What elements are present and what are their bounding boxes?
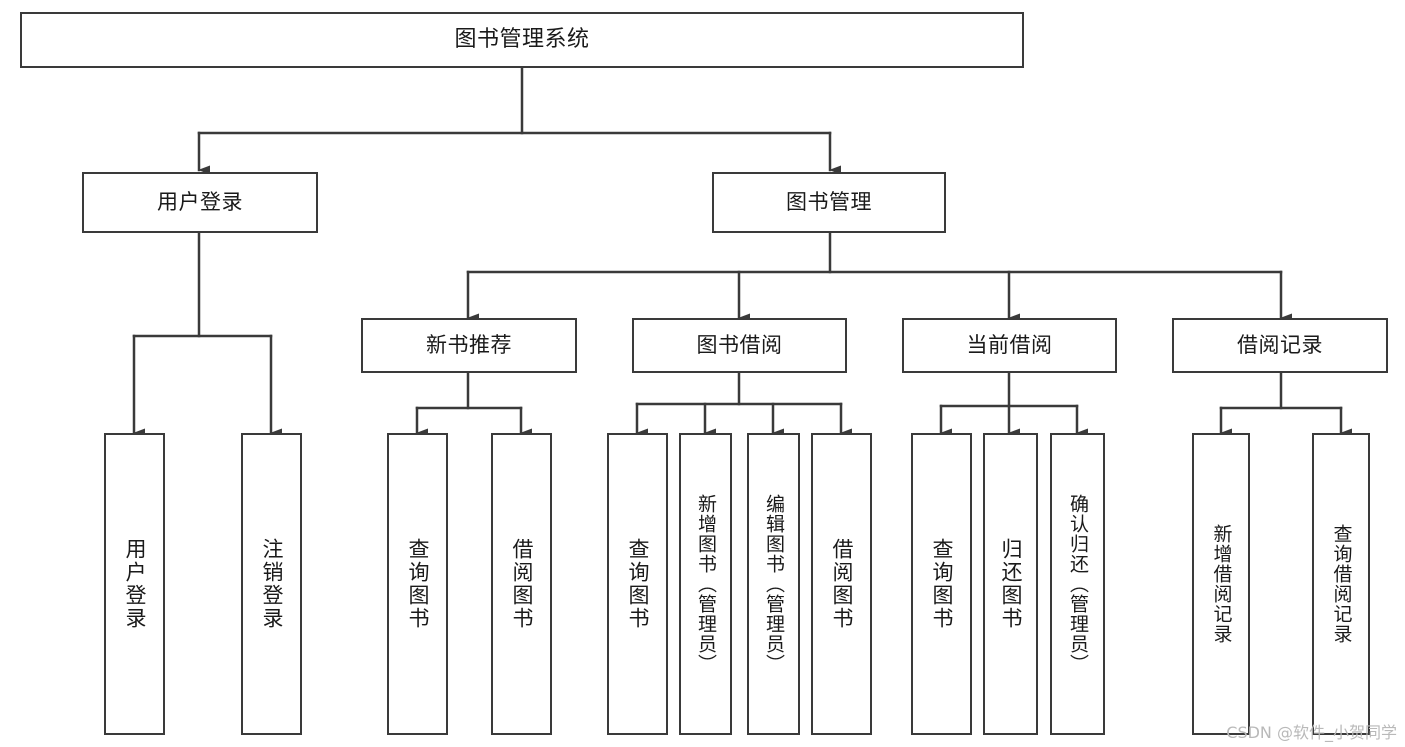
node-new-book-recommend-label: 新书推荐: [426, 333, 512, 358]
node-leaf-query-book-3-label: 查询图书: [930, 538, 954, 630]
node-root-system-label: 图书管理系统: [454, 27, 590, 53]
node-leaf-edit-book[interactable]: 编辑图书（管理员）: [747, 433, 800, 735]
node-leaf-query-book-2-label: 查询图书: [626, 538, 650, 630]
node-current-borrow[interactable]: 当前借阅: [902, 318, 1117, 373]
node-leaf-query-record-label: 查询借阅记录: [1330, 524, 1353, 644]
node-leaf-query-book-1[interactable]: 查询图书: [387, 433, 448, 735]
node-leaf-query-book-3[interactable]: 查询图书: [911, 433, 972, 735]
node-leaf-add-book[interactable]: 新增图书（管理员）: [679, 433, 732, 735]
node-leaf-logout-login[interactable]: 注销登录: [241, 433, 302, 735]
node-book-borrow-label: 图书借阅: [696, 333, 783, 358]
node-leaf-return-book-label: 归还图书: [999, 538, 1023, 630]
node-leaf-edit-book-label: 编辑图书（管理员）: [763, 494, 785, 674]
node-book-management-label: 图书管理: [786, 190, 872, 215]
node-new-book-recommend[interactable]: 新书推荐: [361, 318, 577, 373]
node-leaf-add-book-label: 新增图书（管理员）: [695, 494, 717, 674]
node-leaf-borrow-book-1-label: 借阅图书: [510, 538, 534, 630]
node-user-login-label: 用户登录: [157, 190, 243, 215]
node-book-management[interactable]: 图书管理: [712, 172, 946, 233]
node-leaf-borrow-book-2-label: 借阅图书: [830, 538, 854, 630]
node-leaf-confirm-return-label: 确认归还（管理员）: [1067, 494, 1089, 674]
node-leaf-logout-login-label: 注销登录: [260, 538, 284, 630]
node-borrow-record-label: 借阅记录: [1237, 333, 1323, 358]
node-leaf-return-book[interactable]: 归还图书: [983, 433, 1038, 735]
node-user-login[interactable]: 用户登录: [82, 172, 318, 233]
node-leaf-user-login[interactable]: 用户登录: [104, 433, 165, 735]
csdn-watermark: CSDN @软件_小贺同学: [1226, 723, 1397, 742]
node-leaf-borrow-book-2[interactable]: 借阅图书: [811, 433, 872, 735]
node-leaf-borrow-book-1[interactable]: 借阅图书: [491, 433, 552, 735]
node-leaf-confirm-return[interactable]: 确认归还（管理员）: [1050, 433, 1105, 735]
node-leaf-query-book-2[interactable]: 查询图书: [607, 433, 668, 735]
node-leaf-add-record-label: 新增借阅记录: [1210, 524, 1233, 644]
node-leaf-query-book-1-label: 查询图书: [406, 538, 430, 630]
node-leaf-add-record[interactable]: 新增借阅记录: [1192, 433, 1250, 735]
node-book-borrow[interactable]: 图书借阅: [632, 318, 847, 373]
node-leaf-query-record[interactable]: 查询借阅记录: [1312, 433, 1370, 735]
node-leaf-user-login-label: 用户登录: [123, 538, 147, 630]
node-current-borrow-label: 当前借阅: [966, 333, 1053, 358]
node-root-system[interactable]: 图书管理系统: [20, 12, 1024, 68]
node-borrow-record[interactable]: 借阅记录: [1172, 318, 1388, 373]
